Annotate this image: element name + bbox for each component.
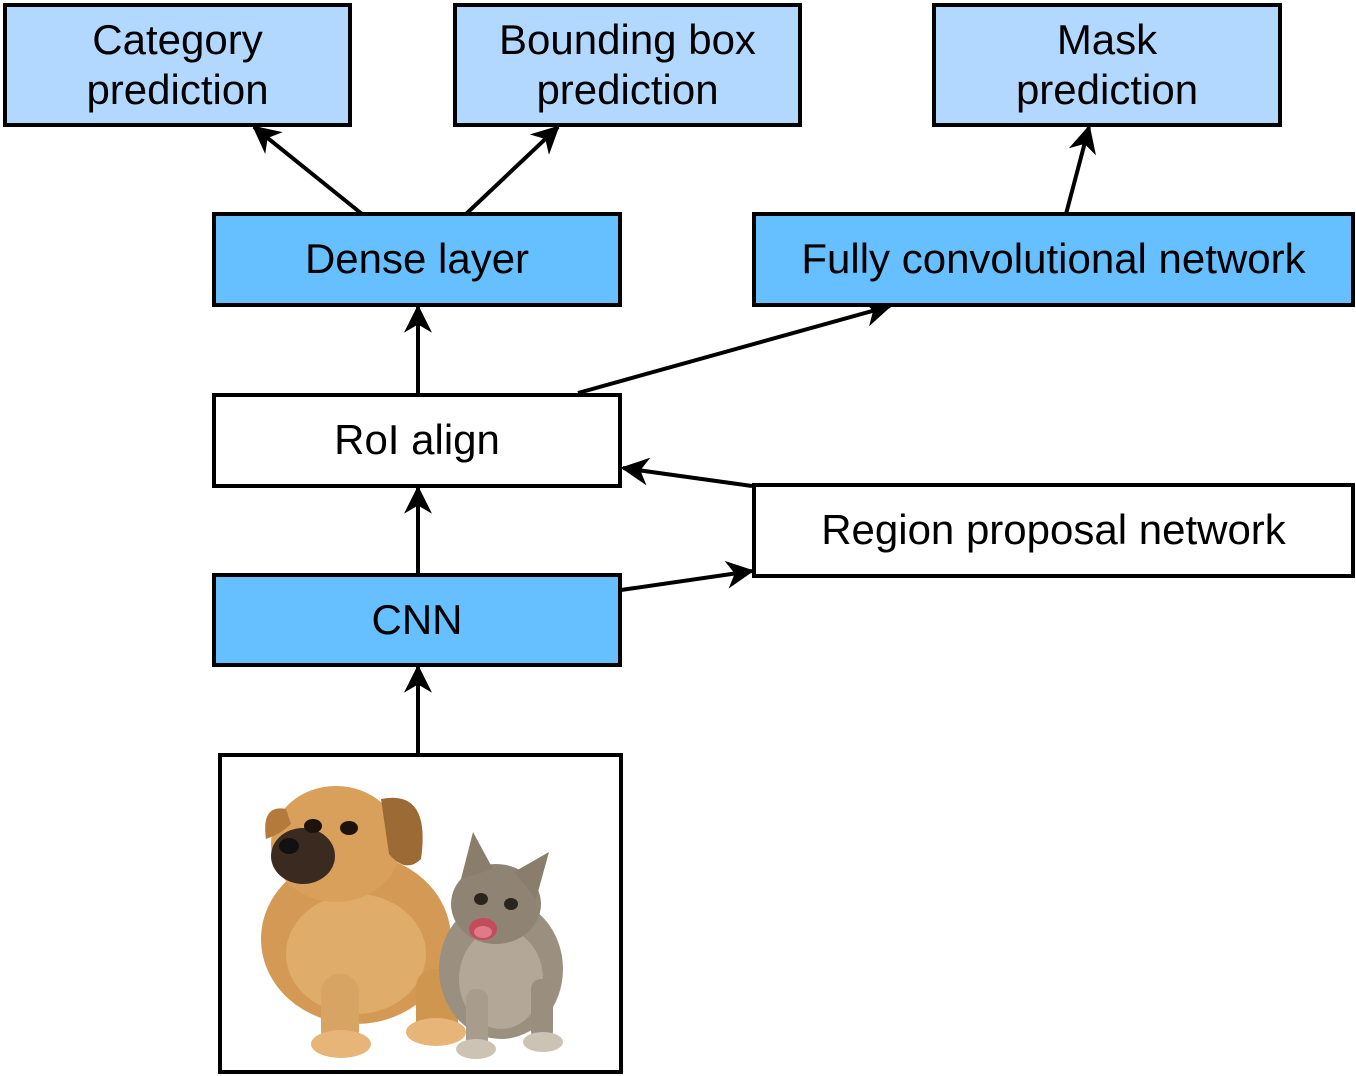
roi-align-label: RoI align — [334, 416, 500, 464]
category-prediction-label: Category prediction — [86, 15, 269, 113]
cnn-box: CNN — [212, 573, 622, 667]
fully-convolutional-network-box: Fully convolutional network — [752, 212, 1355, 307]
mask-prediction-label: Mask prediction — [1015, 15, 1199, 113]
arrow-dense-to-bbox — [464, 125, 560, 216]
bounding-box-prediction-label: Bounding box prediction — [499, 15, 756, 113]
bounding-box-prediction-box: Bounding box prediction — [453, 3, 802, 127]
dense-layer-box: Dense layer — [212, 212, 622, 307]
puppy-and-kitten-photo — [260, 785, 563, 1059]
arrow-dense-to-category — [252, 125, 364, 216]
cnn-label: CNN — [371, 595, 463, 643]
arrow-fcn-to-mask — [1064, 124, 1096, 215]
arrow-rpn-to-roi — [620, 457, 753, 488]
fully-convolutional-network-label: Fully convolutional network — [801, 235, 1306, 283]
arrow-roi-to-fcn — [577, 299, 893, 395]
dense-layer-label: Dense layer — [304, 235, 530, 283]
roi-align-box: RoI align — [212, 393, 622, 488]
mask-prediction-box: Mask prediction — [932, 3, 1282, 127]
arrow-cnn-to-rpn — [620, 560, 755, 592]
region-proposal-network-box: Region proposal network — [752, 483, 1355, 578]
input-image-box — [218, 753, 623, 1074]
region-proposal-network-label: Region proposal network — [821, 506, 1286, 554]
category-prediction-box: Category prediction — [3, 3, 352, 127]
